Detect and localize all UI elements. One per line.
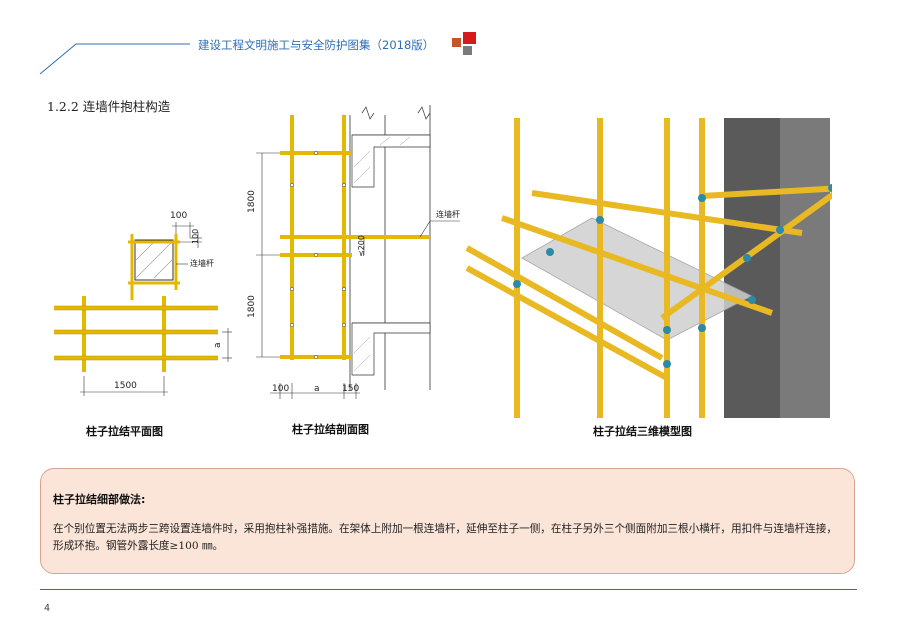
header-title: 建设工程文明施工与安全防护图集（2018版） bbox=[198, 38, 435, 52]
section-title: 1.2.2 连墙件抱柱构造 bbox=[47, 99, 171, 114]
section-dim-a: a bbox=[314, 384, 320, 394]
caption-plan-view: 柱子拉结平面图 bbox=[86, 425, 163, 438]
note-title: 柱子拉结细部做法: bbox=[53, 493, 146, 506]
caption-3d-model: 柱子拉结三维模型图 bbox=[593, 425, 692, 438]
figure-3d-model bbox=[465, 118, 832, 418]
section-label-tie: 连墙杆 bbox=[436, 209, 460, 219]
figure-section-view: 1800 1800 ≤200 连墙杆 100 a 150 bbox=[247, 105, 460, 399]
plan-dim-100-top: 100 bbox=[170, 211, 187, 221]
couplers-3d bbox=[513, 184, 832, 368]
caption-section-view: 柱子拉结剖面图 bbox=[292, 423, 369, 436]
header-square-red bbox=[463, 32, 476, 44]
section-dim-200: ≤200 bbox=[357, 235, 366, 257]
header-line bbox=[39, 43, 190, 75]
section-dim-1800-top: 1800 bbox=[247, 190, 257, 213]
standards-3d bbox=[514, 118, 705, 418]
section-dim-150: 150 bbox=[342, 384, 359, 394]
ledger-tubes bbox=[54, 306, 218, 360]
page-number: 4 bbox=[44, 603, 51, 614]
header-square-orange bbox=[452, 38, 461, 47]
note-body: 在个别位置无法两步三跨设置连墙件时，采用抱柱补强措施。在架体上附加一根连墙杆，延… bbox=[53, 523, 837, 552]
header-square-gray bbox=[463, 46, 472, 55]
ledgers-3d bbox=[465, 185, 832, 381]
footer-rule bbox=[40, 589, 857, 590]
figure-plan-view: 100 100 连墙杆 a 1500 bbox=[54, 211, 232, 396]
header-decoration bbox=[39, 32, 476, 75]
slab-sections bbox=[351, 134, 431, 376]
plan-dim-1500: 1500 bbox=[114, 381, 137, 391]
section-dim-100: 100 bbox=[272, 384, 289, 394]
note-box: 柱子拉结细部做法: 在个别位置无法两步三跨设置连墙件时，采用抱柱补强措施。在架体… bbox=[40, 468, 855, 574]
plan-dim-a: a bbox=[213, 342, 223, 348]
plan-label-tie: 连墙杆 bbox=[190, 258, 214, 268]
ring-tubes bbox=[128, 234, 180, 300]
plan-dim-100-side: 100 bbox=[191, 229, 200, 244]
section-dim-1800-bottom: 1800 bbox=[247, 295, 257, 318]
